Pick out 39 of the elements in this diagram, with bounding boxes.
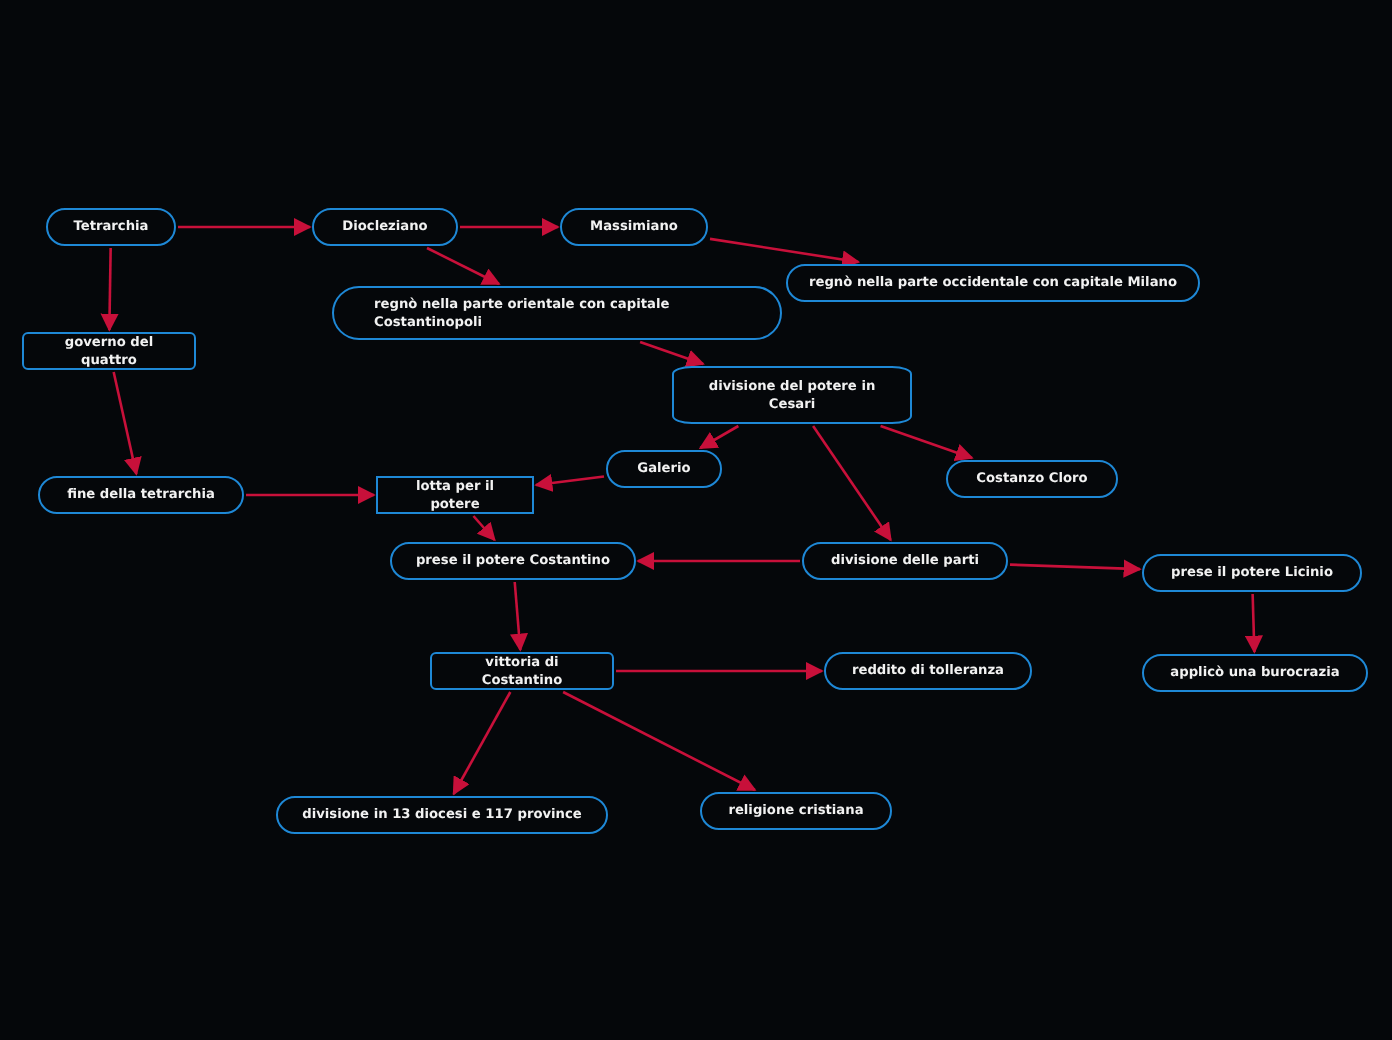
arrow <box>509 581 528 652</box>
arrow <box>639 340 705 368</box>
rounded-node <box>332 286 782 340</box>
arrow <box>100 247 119 332</box>
rounded-node <box>946 460 1118 498</box>
arrow <box>178 217 312 237</box>
arrow <box>812 425 892 542</box>
rounded-node <box>312 208 458 246</box>
process-box <box>430 652 614 690</box>
arrow <box>460 217 560 237</box>
arrow <box>452 691 512 796</box>
rounded-node <box>46 208 176 246</box>
rounded-node <box>560 208 708 246</box>
arrow <box>1244 593 1263 654</box>
arrow <box>246 485 376 505</box>
barrel-node <box>672 366 912 424</box>
rounded-node <box>606 450 722 488</box>
arrow <box>534 473 605 492</box>
rounded-node <box>390 542 636 580</box>
arrow <box>472 515 496 542</box>
arrow <box>616 661 824 681</box>
rounded-node <box>824 652 1032 690</box>
arrow <box>1009 559 1142 578</box>
arrow <box>698 424 740 450</box>
arrow <box>426 246 501 286</box>
rounded-node <box>802 542 1008 580</box>
rounded-node <box>1142 654 1368 692</box>
process-box <box>376 476 534 514</box>
arrow <box>636 551 800 571</box>
rounded-node <box>38 476 244 514</box>
rounded-node <box>276 796 608 834</box>
arrow <box>880 424 974 462</box>
rounded-node <box>786 264 1200 302</box>
arrow <box>562 690 757 792</box>
arrow <box>112 371 142 476</box>
process-box <box>22 332 196 370</box>
arrow <box>709 237 861 269</box>
rounded-node <box>1142 554 1362 592</box>
rounded-node <box>700 792 892 830</box>
